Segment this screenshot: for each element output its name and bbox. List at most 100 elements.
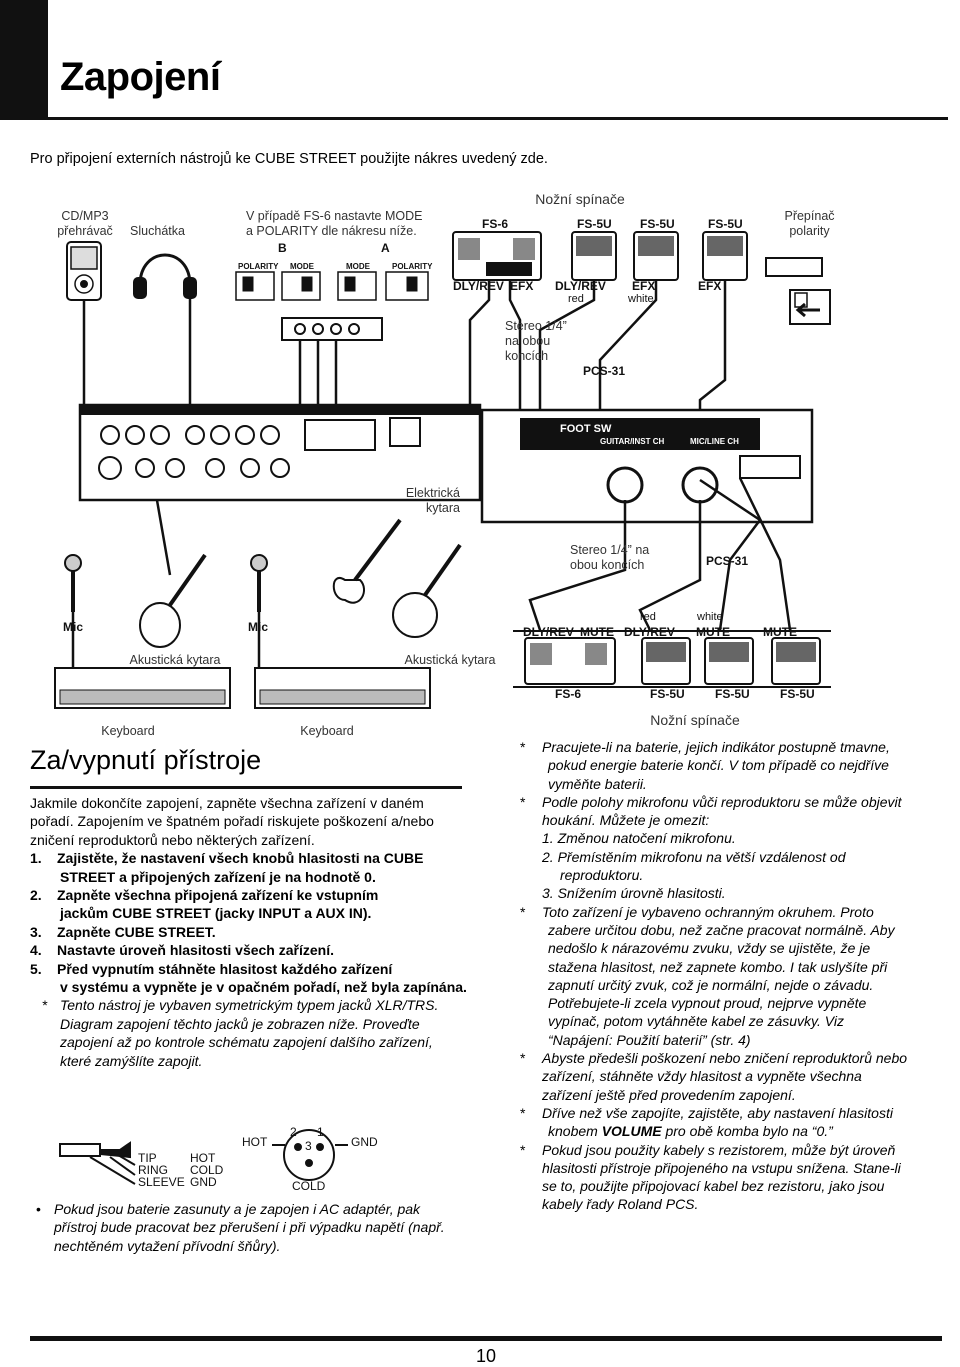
keyboard-label-1: Keyboard xyxy=(101,724,155,738)
footer-rule xyxy=(30,1336,942,1341)
header-black-block xyxy=(0,0,48,120)
acoustic-guitar-icon-2 xyxy=(392,543,462,638)
fs6-bottom-icon xyxy=(524,637,616,685)
connection-diagram: FOOT SW GUITAR/INST CH MIC/LINE CH POLAR… xyxy=(54,217,831,709)
mic-label-2: Mic xyxy=(248,620,268,634)
xlr-gnd-label: GND xyxy=(351,1135,378,1149)
polarity-label-b: POLARITY xyxy=(238,262,279,271)
dly-rev-bottom-2: DLY/REV xyxy=(624,625,675,639)
electric-guitar-icon xyxy=(332,518,402,604)
mute-bottom-3: MUTE xyxy=(763,625,797,639)
headphones-icon xyxy=(133,253,197,299)
fs6-top-label: FS-6 xyxy=(482,217,508,231)
step-3: 3.Zapněte CUBE STREET. xyxy=(30,923,216,940)
ring-label: RING xyxy=(138,1163,168,1177)
red-bottom: red xyxy=(640,611,656,623)
page-title: Zapojení xyxy=(60,55,221,99)
acoustic-guitar-icon-1 xyxy=(139,553,207,648)
pcs31-top: PCS-31 xyxy=(583,364,625,378)
fs5u-top-label-2: FS-5U xyxy=(640,217,675,231)
fs5u-top-label-3: FS-5U xyxy=(708,217,743,231)
step-1: 1.Zajistěte, že nastavení všech knobů hl… xyxy=(30,850,424,885)
mute-bottom-2: MUTE xyxy=(696,625,730,639)
fs5u-bottom-icon-2 xyxy=(704,637,754,685)
pin-3-label: 3 xyxy=(305,1139,312,1153)
fs6-top-icon xyxy=(452,231,542,281)
note-resistor: *Pokud jsou použity kabely s rezistorem,… xyxy=(520,1141,901,1213)
step-5: 5.Před vypnutím stáhněte hlasitost každé… xyxy=(30,960,467,996)
fs5u-bottom-label-2: FS-5U xyxy=(715,687,750,701)
note-volume: *Dříve než vše zapojíte, zajistěte, aby … xyxy=(520,1104,893,1140)
xlr-cold-label: COLD xyxy=(292,1179,326,1193)
dly-rev-bottom-1: DLY/REV xyxy=(523,625,574,639)
xlr-note: *Tento nástroj je vybaven symetrickým ty… xyxy=(42,997,439,1069)
keyboard-label-2: Keyboard xyxy=(300,724,354,738)
section-rule xyxy=(30,786,462,789)
acoustic-guitar-label-2: Akustická kytara xyxy=(404,653,496,667)
tip-label: TIP xyxy=(138,1151,157,1165)
white-top: white xyxy=(627,293,654,305)
pin-2-label: 2 xyxy=(290,1125,297,1139)
ring-cold-label: COLD xyxy=(190,1163,224,1177)
battery-bullet: •Pokud jsou baterie zasunuty a je zapoje… xyxy=(36,1201,445,1254)
fs5u-top-icon-1 xyxy=(571,231,617,281)
fs5u-top-icon-2 xyxy=(633,231,679,281)
intro-paragraph: Jakmile dokončíte zapojení, zapněte všec… xyxy=(30,795,434,848)
foot-switches-bottom-label: Nožní spínače xyxy=(650,712,740,728)
left-column: Jakmile dokončíte zapojení, zapněte všec… xyxy=(30,794,470,1070)
step-2: 2.Zapněte všechna připojená zařízení ke … xyxy=(30,887,379,922)
right-notes: *Pracujete-li na baterie, jejich indikát… xyxy=(520,738,960,1214)
white-bottom: white xyxy=(696,611,723,623)
mute-bottom-1: MUTE xyxy=(580,625,614,639)
page-number: 10 xyxy=(476,1346,497,1366)
pcs31-mid: PCS-31 xyxy=(706,554,748,568)
keyboard-icon-2 xyxy=(254,667,431,709)
sleeve-label: SLEEVE xyxy=(138,1175,185,1189)
mic-line-label: MIC/LINE CH xyxy=(690,437,739,446)
mic-icon-2 xyxy=(250,554,268,612)
sleeve-gnd-label: GND xyxy=(190,1175,217,1189)
fs5u-bottom-label-1: FS-5U xyxy=(650,687,685,701)
mic-icon-1 xyxy=(64,554,82,612)
keyboard-icon-1 xyxy=(54,667,231,709)
xlr-hot-label: HOT xyxy=(242,1135,268,1149)
jack-wiring-diagram: TIP RING SLEEVE HOT COLD GND HOT GND COL… xyxy=(59,1125,378,1193)
efx-top-1: EFX xyxy=(510,279,533,293)
step-4: 4.Nastavte úroveň hlasitosti všech zaříz… xyxy=(30,942,334,959)
switch-a-label: A xyxy=(381,241,390,255)
mode-label-a: MODE xyxy=(346,262,371,271)
fs6-mode-switches-icon xyxy=(235,271,429,301)
intro-text: Pro připojení externích nástrojů ke CUBE… xyxy=(30,151,548,167)
note-speakers: *Abyste předešli poškození nebo zničení … xyxy=(520,1050,908,1103)
polarity-label-a: POLARITY xyxy=(392,262,433,271)
fs5u-bottom-icon-3 xyxy=(771,637,821,685)
tip-hot-label: HOT xyxy=(190,1151,216,1165)
pin-1-label: 1 xyxy=(317,1125,324,1139)
note-feedback: *Podle polohy mikrofonu vůči reproduktor… xyxy=(520,793,902,902)
guitar-inst-label: GUITAR/INST CH xyxy=(600,437,665,446)
fs5u-top-icon-3 xyxy=(702,231,748,281)
note-battery: *Pracujete-li na baterie, jejich indikát… xyxy=(520,739,890,792)
section-title: Za/vypnutí přístroje xyxy=(30,745,262,775)
cd-player-icon xyxy=(66,241,102,301)
fs5u-bottom-icon-1 xyxy=(641,637,691,685)
fs5u-top-label-1: FS-5U xyxy=(577,217,612,231)
efx-top-3: EFX xyxy=(698,279,721,293)
dly-rev-top-2: DLY/REV xyxy=(555,279,606,293)
polarity-switch-icon xyxy=(765,257,831,325)
foot-sw-label: FOOT SW xyxy=(560,423,612,435)
header-rule xyxy=(48,117,948,120)
fs6-bottom-label: FS-6 xyxy=(555,687,581,701)
red-top: red xyxy=(568,293,584,305)
switch-b-label: B xyxy=(278,241,287,255)
efx-top-2: EFX xyxy=(632,279,655,293)
dly-rev-top-1: DLY/REV xyxy=(453,279,504,293)
acoustic-guitar-label-1: Akustická kytara xyxy=(129,653,221,667)
headphones-label: Sluchátka xyxy=(130,224,185,238)
